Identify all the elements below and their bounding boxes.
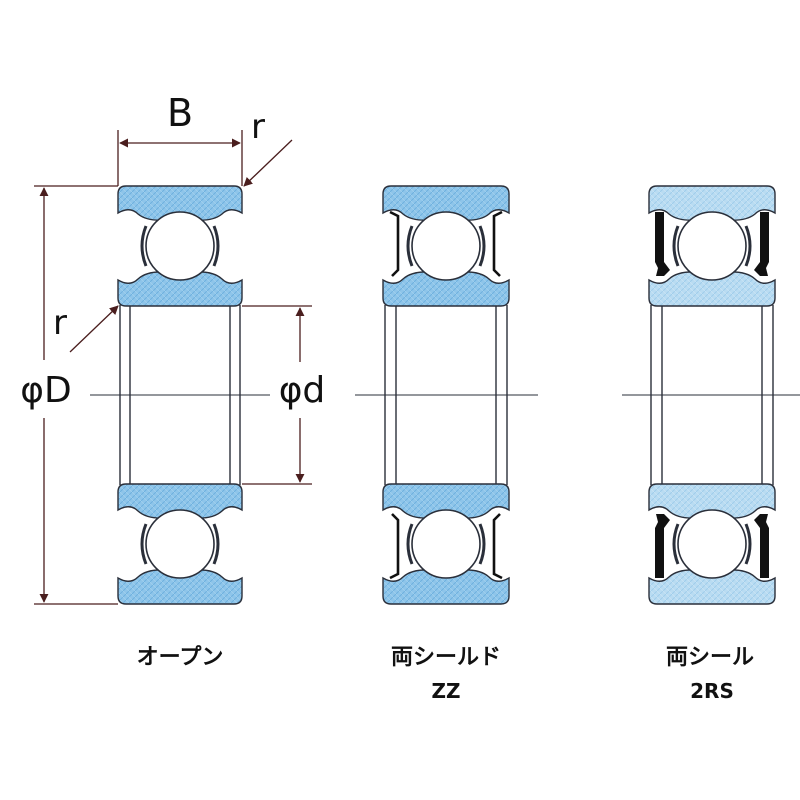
radius-label-top: r — [251, 107, 265, 147]
cage — [406, 523, 486, 565]
bottom-section — [382, 483, 510, 605]
ball — [677, 509, 747, 579]
radius-leader-top — [243, 139, 293, 187]
outer-diameter-label: φD — [20, 370, 71, 411]
variant-name: 両シールド — [391, 645, 501, 670]
seal-right — [754, 212, 769, 276]
outer-ring — [382, 569, 510, 605]
cage — [406, 225, 486, 267]
seal-right — [754, 514, 769, 578]
radius-leader-bottom — [69, 305, 119, 353]
shield-left — [389, 210, 400, 277]
outer-ring — [117, 569, 243, 605]
top-section — [117, 185, 243, 307]
ball — [411, 509, 481, 579]
variant-name: 両シール — [666, 645, 754, 670]
seal-left — [655, 212, 670, 276]
cage — [140, 523, 220, 565]
cage — [140, 225, 220, 267]
ball — [411, 211, 481, 281]
ball — [677, 211, 747, 281]
inner-ring — [117, 271, 243, 307]
inner-ring — [648, 271, 776, 307]
bearing-2rs: 両シール 2RS — [622, 185, 800, 703]
top-section — [382, 185, 510, 307]
cage — [672, 523, 752, 565]
shield-left — [389, 513, 400, 580]
dimension-inner-diameter — [242, 305, 312, 485]
shield-right — [492, 210, 503, 277]
bottom-section — [117, 483, 243, 605]
variant-code: 2RS — [690, 679, 734, 703]
variant-name: オープン — [137, 645, 224, 670]
outer-ring — [648, 569, 776, 605]
inner-diameter-label: φd — [279, 370, 326, 411]
top-section — [648, 185, 776, 307]
ball — [145, 509, 215, 579]
bearing-open: B r r φD φd オープン — [20, 91, 325, 670]
bearing-zz: 両シールド ZZ — [355, 185, 538, 703]
ball — [145, 211, 215, 281]
shield-right — [492, 513, 503, 580]
cage — [672, 225, 752, 267]
inner-ring — [382, 271, 510, 307]
bottom-section — [648, 483, 776, 605]
radius-label-bottom: r — [53, 303, 67, 343]
dimension-outer-diameter — [34, 185, 118, 605]
width-label: B — [167, 91, 193, 135]
dimension-b — [117, 130, 243, 186]
variant-code: ZZ — [431, 679, 460, 703]
seal-left — [655, 514, 670, 578]
